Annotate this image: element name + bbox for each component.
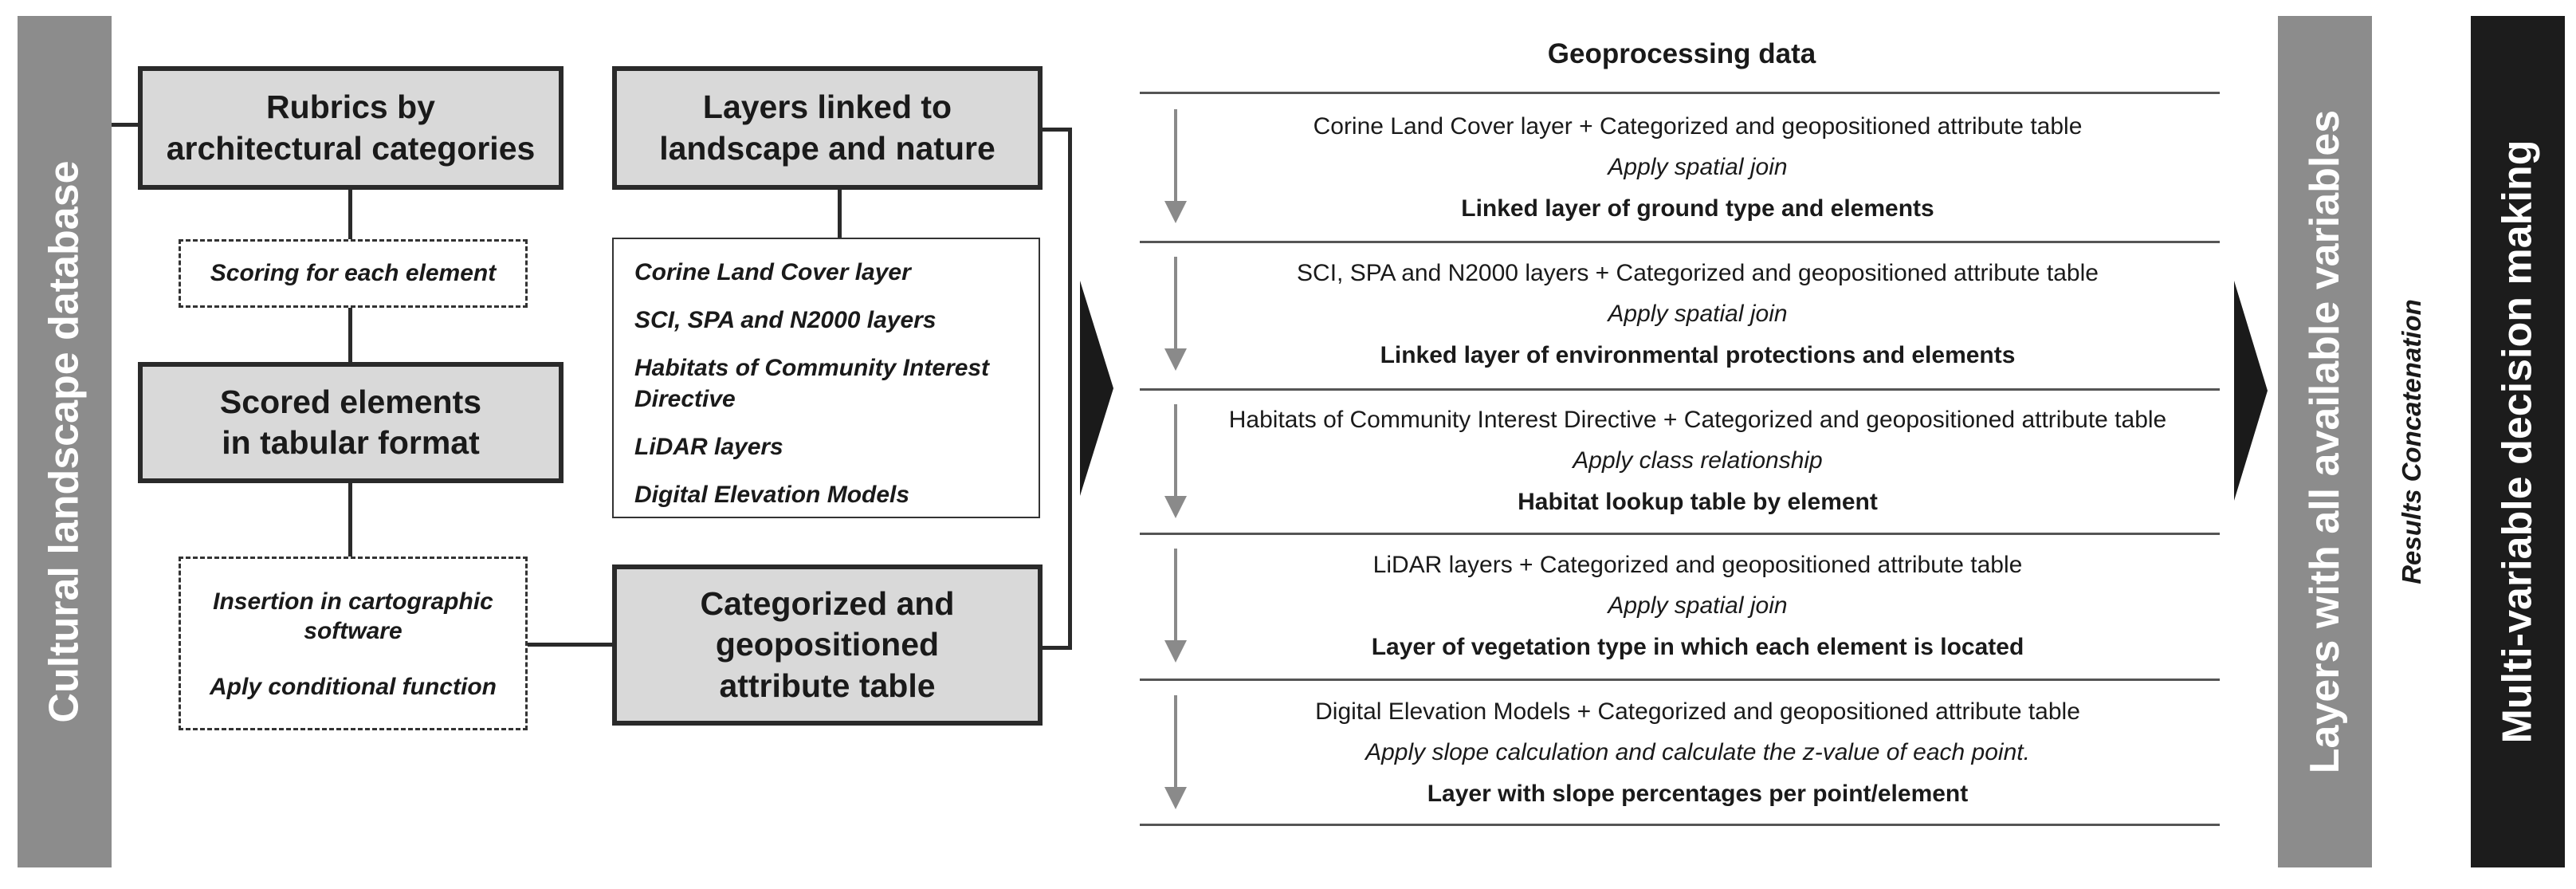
table-rule	[1140, 533, 2220, 535]
geo-row-output: Layer with slope percentages per point/e…	[1427, 781, 1969, 807]
flow-arrow-2	[2234, 281, 2268, 501]
layer-list-item: SCI, SPA and N2000 layers	[634, 307, 937, 333]
geo-row-output: Habitat lookup table by element	[1518, 489, 1878, 515]
geo-row-output: Layer of vegetation type in which each e…	[1371, 634, 2024, 660]
layer-list-item: Digital Elevation Models	[634, 482, 910, 508]
process-arrow-shaft	[1174, 257, 1177, 352]
connector-layers-to-list	[838, 188, 842, 238]
geo-row: SCI, SPA and N2000 layers + Categorized …	[1172, 254, 2224, 376]
table-rule	[1140, 92, 2220, 94]
geo-row-operation: Apply spatial join	[1608, 592, 1788, 619]
table-rule	[1140, 824, 2220, 826]
geo-row-input: Digital Elevation Models + Categorized a…	[1315, 698, 2080, 725]
results-concatenation-text: Results Concatenation	[2383, 16, 2441, 867]
process-arrow-head	[1164, 787, 1187, 809]
results-concatenation-label: Results Concatenation	[2397, 299, 2426, 584]
connector-right-vertical	[1068, 128, 1072, 650]
layer-list-item: Habitats of Community Interest Directive	[634, 355, 990, 412]
layer-list-box: Corine Land Cover layer SCI, SPA and N20…	[612, 238, 1040, 518]
geo-row: LiDAR layers + Categorized and geopositi…	[1172, 545, 2224, 668]
layer-list-item: LiDAR layers	[634, 434, 783, 460]
flow-arrow-1	[1080, 281, 1113, 496]
decision-making-label: Multi-variable decision making	[2495, 140, 2542, 744]
insertion-label: Insertion in cartographic software	[213, 588, 493, 645]
geo-row-operation: Apply spatial join	[1608, 154, 1788, 180]
cultural-landscape-database-bar: Cultural landscape database	[18, 16, 112, 867]
geo-row-output: Linked layer of environmental protection…	[1380, 342, 2016, 368]
connector-scoring-to-scored	[348, 306, 352, 364]
connector-rubrics-to-scoring	[348, 188, 352, 241]
connector-scored-to-insertion	[348, 482, 352, 557]
connector-bar-to-rubrics	[112, 123, 140, 127]
scored-elements-label: Scored elements in tabular format	[219, 383, 482, 461]
geo-row: Corine Land Cover layer + Categorized an…	[1172, 107, 2224, 230]
geo-row: Habitats of Community Interest Directive…	[1172, 400, 2224, 523]
geo-row-input: LiDAR layers + Categorized and geopositi…	[1372, 552, 2023, 578]
rubrics-box: Rubrics by architectural categories	[138, 66, 564, 190]
layers-all-variables-bar: Layers with all available variables	[2278, 16, 2372, 867]
process-arrow-head	[1164, 201, 1187, 223]
geo-row-input: SCI, SPA and N2000 layers + Categorized …	[1297, 260, 2099, 286]
insertion-box: Insertion in cartographic software Aply …	[179, 557, 528, 730]
connector-right-bottom	[1040, 646, 1072, 650]
geo-row-operation: Apply slope calculation and calculate th…	[1365, 739, 2030, 765]
connector-right-top	[1040, 128, 1072, 132]
geo-row-input: Habitats of Community Interest Directive…	[1228, 407, 2167, 433]
geo-row-operation: Apply class relationship	[1573, 447, 1823, 474]
process-arrow-shaft	[1174, 404, 1177, 500]
process-arrow-shaft	[1174, 549, 1177, 644]
decision-making-bar: Multi-variable decision making	[2471, 16, 2565, 867]
categorized-label: Categorized and geopositioned attribute …	[700, 585, 955, 704]
geo-row-operation: Apply spatial join	[1608, 301, 1788, 327]
cultural-landscape-database-label: Cultural landscape database	[41, 160, 88, 723]
geo-row-input: Corine Land Cover layer + Categorized an…	[1313, 113, 2083, 140]
process-arrow-head	[1164, 348, 1187, 371]
scoring-label: Scoring for each element	[210, 260, 497, 286]
table-rule	[1140, 241, 2220, 243]
geo-row: Digital Elevation Models + Categorized a…	[1172, 692, 2224, 815]
rubrics-label: Rubrics by architectural categories	[166, 89, 536, 167]
process-arrow-head	[1164, 640, 1187, 663]
process-arrow-shaft	[1174, 695, 1177, 791]
process-arrow-shaft	[1174, 109, 1177, 205]
geoprocessing-title: Geoprocessing data	[1547, 38, 1816, 69]
process-arrow-head	[1164, 496, 1187, 518]
scored-elements-box: Scored elements in tabular format	[138, 362, 564, 483]
table-rule	[1140, 388, 2220, 391]
conditional-label: Aply conditional function	[210, 673, 497, 700]
layer-list-item: Corine Land Cover layer	[634, 259, 911, 285]
geo-row-output: Linked layer of ground type and elements	[1461, 195, 1934, 222]
layers-all-variables-label: Layers with all available variables	[2302, 109, 2348, 774]
table-rule	[1140, 679, 2220, 681]
categorized-box: Categorized and geopositioned attribute …	[612, 564, 1043, 726]
layers-nature-box: Layers linked to landscape and nature	[612, 66, 1043, 190]
layers-nature-label: Layers linked to landscape and nature	[659, 89, 995, 167]
scoring-box: Scoring for each element	[179, 239, 528, 308]
connector-insertion-to-categorized	[525, 643, 615, 647]
